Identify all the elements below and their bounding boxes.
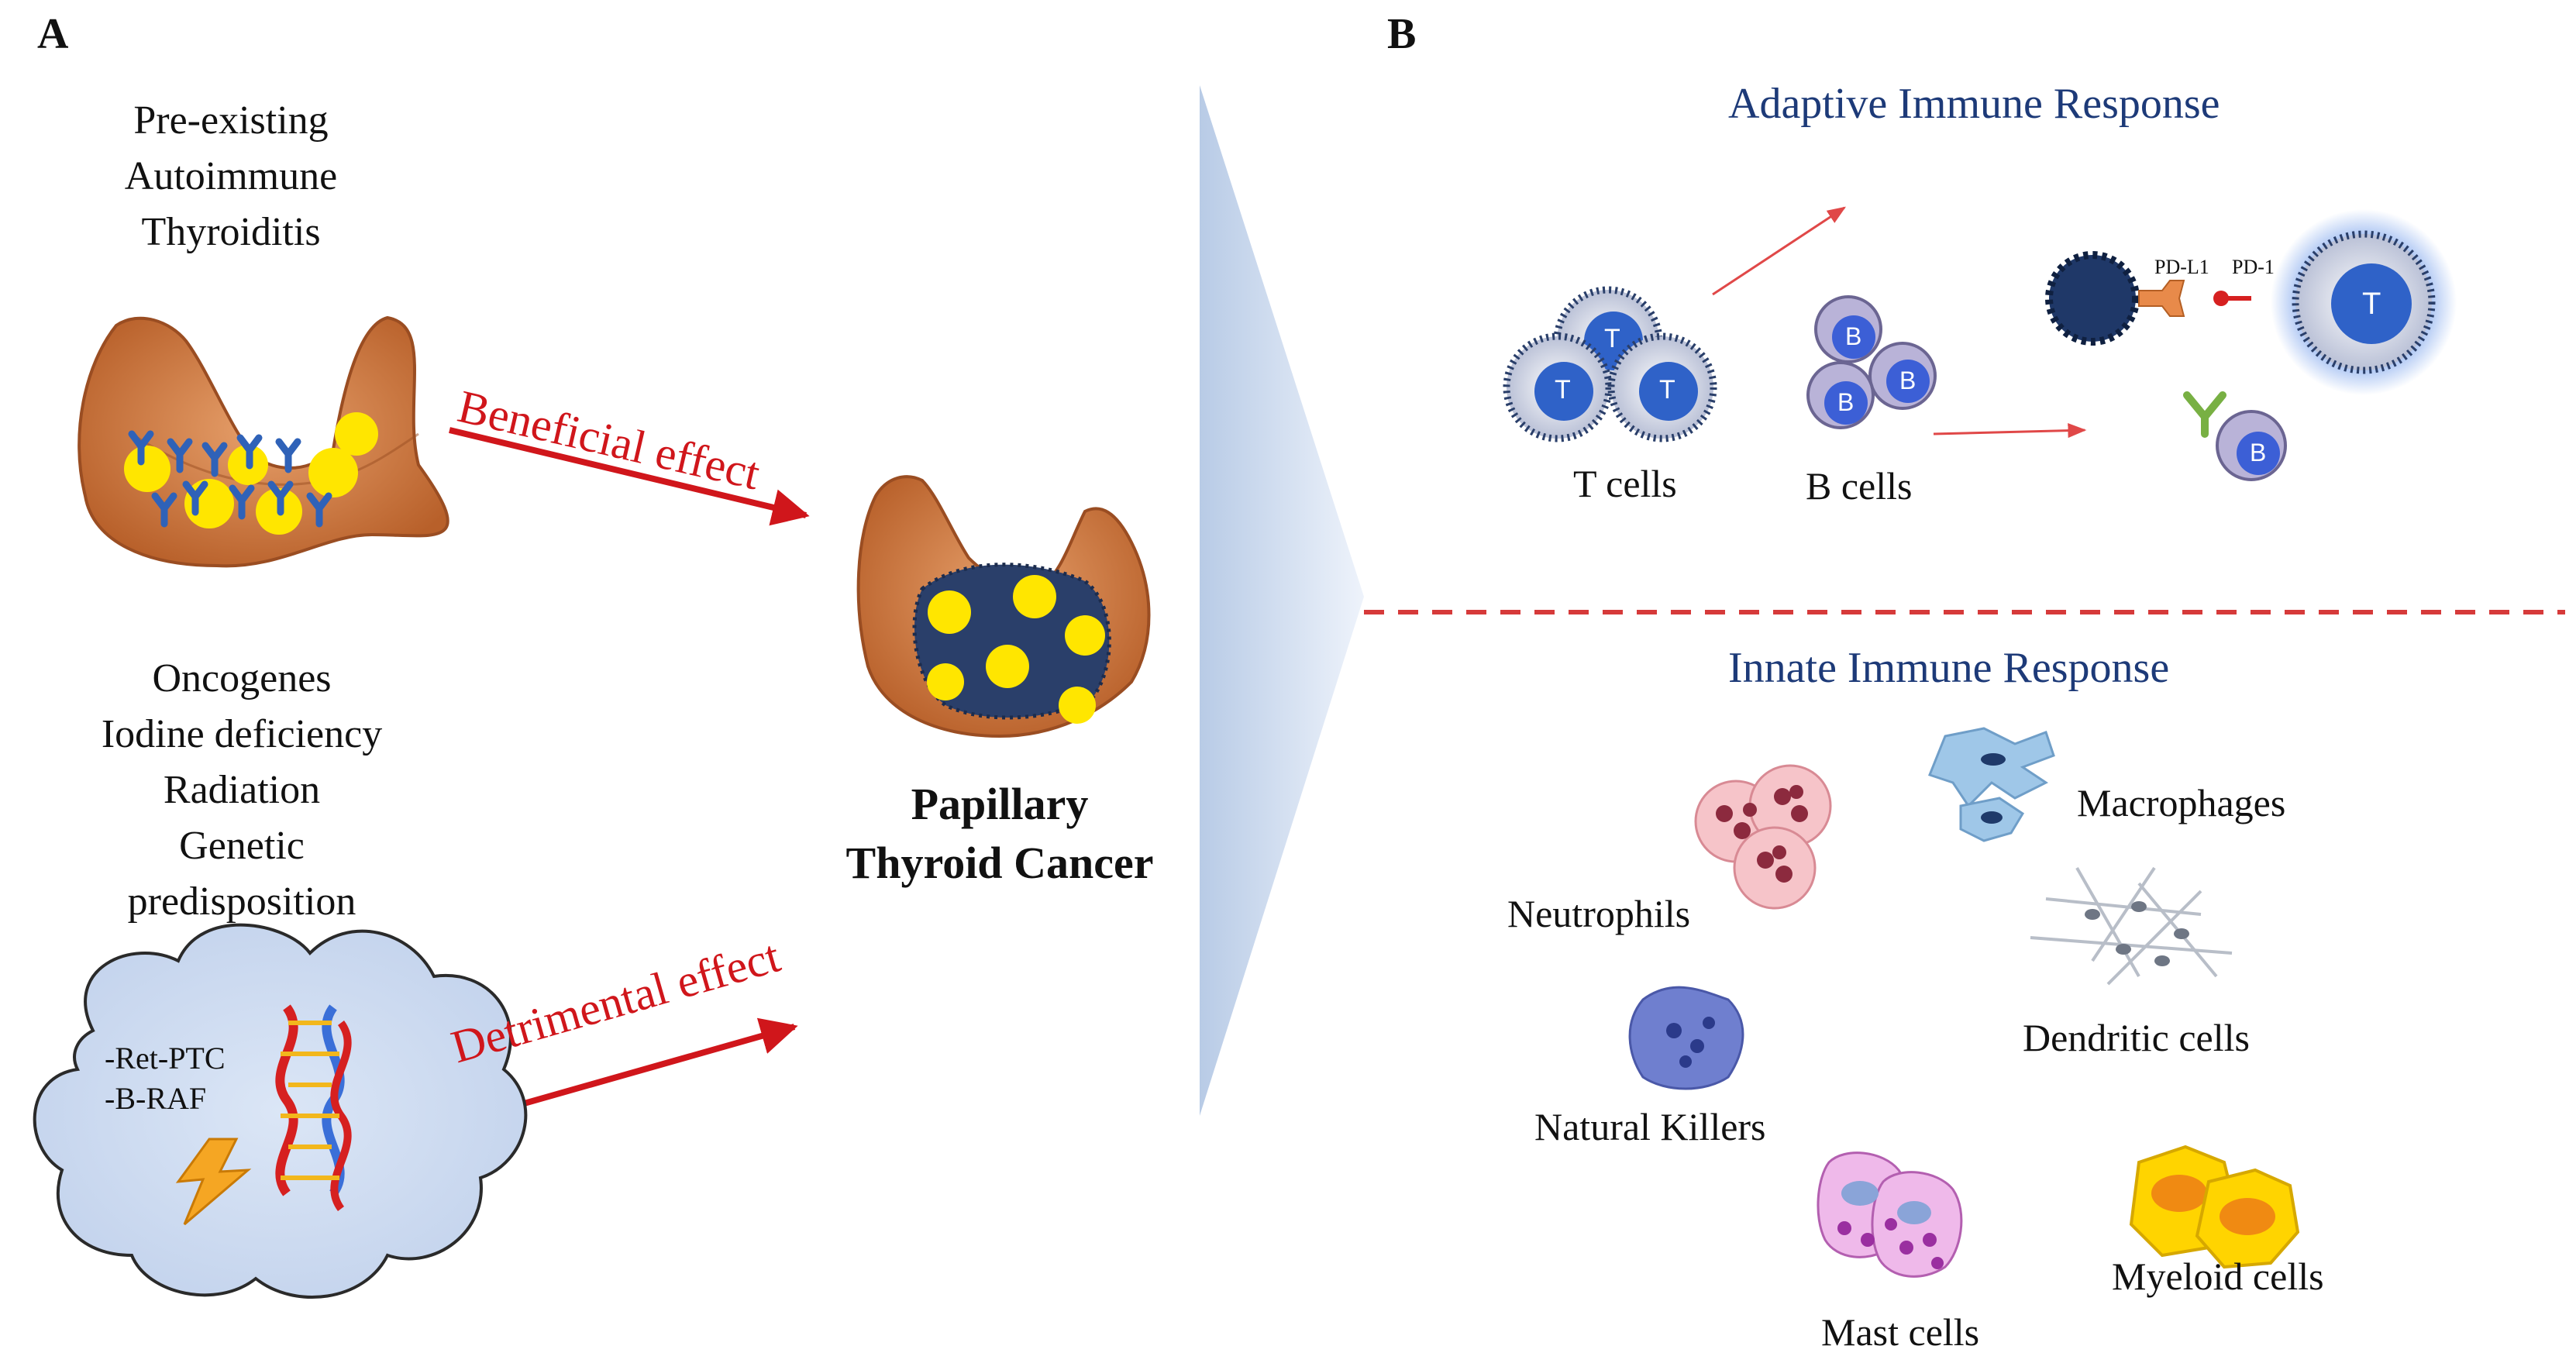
- thyroiditis-thyroid-illustration: [77, 315, 449, 568]
- b-mark: B: [2250, 439, 2267, 466]
- protective-factor-line: Pre-existing: [133, 98, 329, 143]
- panel-b-label: B: [1387, 10, 1417, 58]
- protective-factors-text: Pre-existing Autoimmune Thyroiditis: [125, 93, 337, 260]
- t-cell-to-checkpoint-arrow: [1712, 206, 1847, 296]
- b-cells-cluster: [1806, 295, 1937, 429]
- radiation-lightning-icon: [175, 1138, 252, 1226]
- myeloid-cells-icon: [2129, 1145, 2300, 1269]
- detrimental-effect-arrow: [479, 1017, 798, 1119]
- macrophages-icon: [1928, 727, 2055, 842]
- b-mark: B: [1837, 388, 1855, 416]
- protective-factor-line: Autoimmune: [124, 154, 338, 198]
- neutrophils-icon: [1694, 764, 1832, 910]
- natural-killers-icon: [1628, 986, 1744, 1090]
- adaptive-response-title: Adaptive Immune Response: [1728, 80, 2220, 128]
- activated-t-cell-icon: [2271, 209, 2457, 395]
- dna-helix-icon: [275, 1004, 352, 1211]
- t-mark: T: [1555, 375, 1571, 404]
- t-cells-label: T cells: [1573, 462, 1677, 505]
- gene-line: -Ret-PTC: [105, 1041, 226, 1076]
- b-cell-antibody-icon: [2183, 391, 2287, 481]
- mast-cells-icon: [1817, 1151, 1963, 1278]
- outcome-line: Papillary: [911, 779, 1089, 829]
- risk-factor-line: Radiation: [163, 768, 321, 812]
- b-mark: B: [1899, 367, 1917, 394]
- t-cells-cluster: [1503, 286, 1717, 442]
- panel-divider-wedge: [1200, 85, 1364, 1116]
- tumor-cell-icon: [2045, 251, 2140, 346]
- antibody-icons: [128, 430, 332, 528]
- pd-1-receptor-icon: [2213, 291, 2251, 306]
- neutrophils-label: Neutrophils: [1507, 892, 1691, 935]
- mast-cells-label: Mast cells: [1821, 1310, 1980, 1354]
- genetic-factors-cloud: [33, 923, 528, 1299]
- pd-l1-ligand-icon: [2138, 280, 2185, 317]
- macrophages-label: Macrophages: [2077, 781, 2286, 824]
- outcome-line: Thyroid Cancer: [845, 838, 1154, 888]
- gene-line: -B-RAF: [105, 1081, 207, 1116]
- gene-list: -Ret-PTC -B-RAF: [105, 1038, 226, 1119]
- innate-response-title: Innate Immune Response: [1728, 644, 2170, 692]
- b-cell-to-antibody-arrow: [1933, 422, 2087, 439]
- panel-a-label: A: [37, 10, 69, 58]
- risk-factor-line: Oncogenes: [152, 656, 332, 700]
- risk-factors-text: Oncogenes Iodine deficiency Radiation Ge…: [102, 651, 382, 930]
- pd-1-label: PD-1: [2232, 256, 2275, 278]
- protective-factor-line: Thyroiditis: [141, 210, 321, 254]
- dendritic-cells-label: Dendritic cells: [2023, 1016, 2250, 1059]
- t-mark: T: [1604, 324, 1620, 353]
- beneficial-effect-arrow: [449, 427, 810, 526]
- b-mark: B: [1845, 322, 1862, 350]
- outcome-label: Papillary Thyroid Cancer: [846, 775, 1154, 893]
- dendritic-cells-icon: [2030, 866, 2233, 986]
- b-cells-label: B cells: [1806, 464, 1913, 508]
- risk-factor-line: predisposition: [127, 879, 356, 924]
- risk-factor-line: Iodine deficiency: [101, 712, 383, 756]
- myeloid-cells-label: Myeloid cells: [2112, 1255, 2324, 1298]
- natural-killers-label: Natural Killers: [1534, 1105, 1766, 1148]
- t-mark: T: [2362, 287, 2381, 321]
- pd-l1-label: PD-L1: [2154, 256, 2209, 278]
- t-mark: T: [1659, 375, 1675, 404]
- cancer-thyroid-illustration: [856, 475, 1151, 738]
- risk-factor-line: Genetic: [179, 824, 305, 868]
